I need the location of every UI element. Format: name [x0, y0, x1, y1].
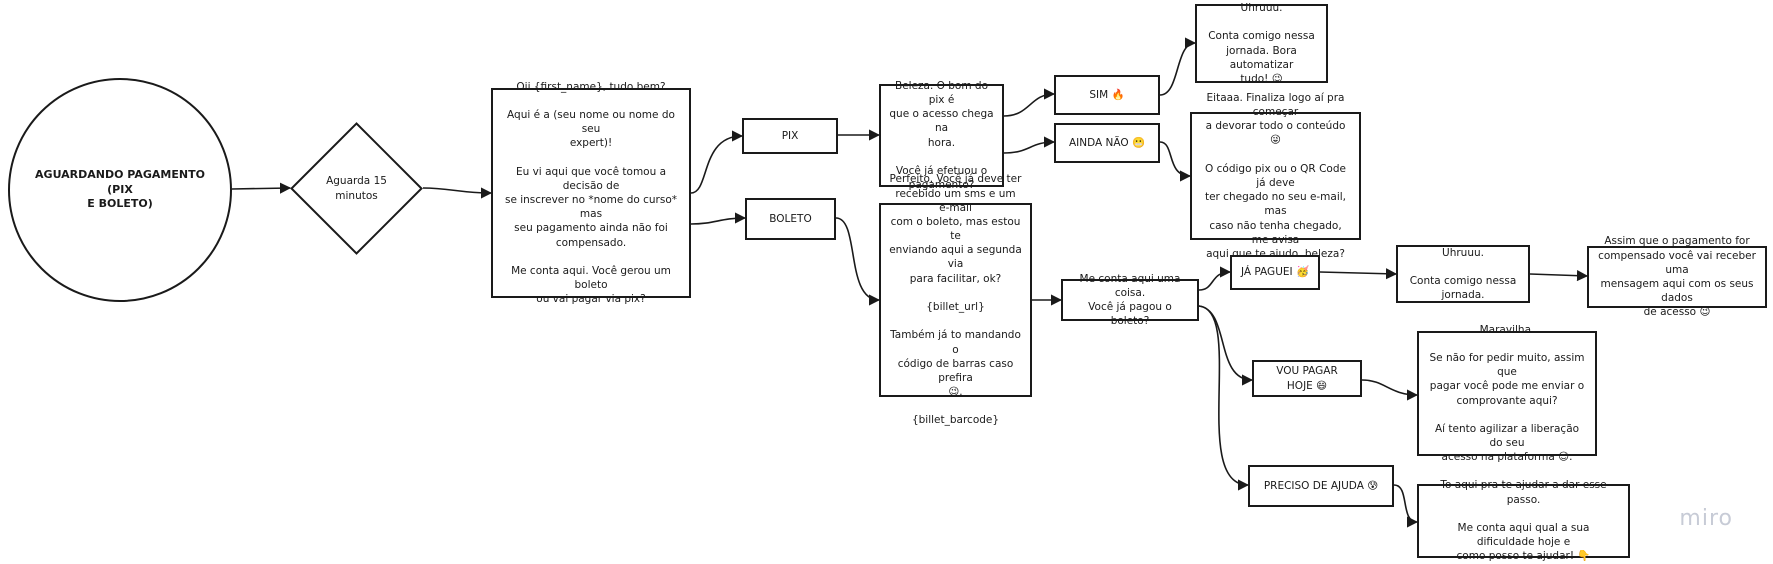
- option-boleto[interactable]: BOLETO: [745, 198, 836, 240]
- arrow-japaguei-to-uhruuu2: [1319, 268, 1398, 280]
- option-vou-pagar-hoje[interactable]: VOU PAGAR HOJE 😄: [1252, 360, 1362, 397]
- wait-decision-node[interactable]: Aguarda 15 minutos: [290, 122, 423, 255]
- arrow-greeting-to-pix: [690, 130, 744, 194]
- arrow-pixmsg-to-sim: [1003, 88, 1056, 117]
- arrow-aindanao-to-eitaaa: [1159, 141, 1192, 182]
- arrow-boleto-to-boletomsg: [835, 217, 881, 306]
- arrow-pixmsg-to-aindanao: [1003, 136, 1056, 154]
- miro-logo: miro: [1679, 506, 1733, 531]
- arrow-uhruuu2-to-assimque: [1529, 270, 1589, 282]
- arrow-greeting-to-boleto: [690, 212, 747, 225]
- option-sim[interactable]: SIM 🔥: [1054, 75, 1160, 115]
- diamond-shape: [290, 122, 423, 255]
- arrow-wait-to-greeting: [422, 187, 493, 199]
- arrow-start-to-wait: [231, 182, 292, 194]
- to-aqui-message[interactable]: To aqui pra te ajudar a dar esse passo. …: [1417, 479, 1630, 562]
- arrow-vourpagar-to-maravilha: [1361, 379, 1419, 401]
- maravilha-message[interactable]: Maravilha. Se não for pedir muito, assim…: [1417, 324, 1597, 463]
- option-preciso-de-ajuda[interactable]: PRECISO DE AJUDA 😰: [1248, 465, 1394, 507]
- greeting-message[interactable]: Oii {first_name}, tudo bem? Aqui é a (se…: [491, 81, 691, 305]
- option-ainda-nao[interactable]: AINDA NÃO 😬: [1054, 123, 1160, 163]
- eitaaa-message[interactable]: Eitaaa. Finaliza logo aí pra começar a d…: [1190, 92, 1361, 260]
- boleto-message[interactable]: Perfeito. Você já deve ter recebido um s…: [879, 173, 1032, 426]
- assim-que-message[interactable]: Assim que o pagamento for compensado voc…: [1587, 235, 1767, 318]
- arrow-askpaid-to-preciso: [1198, 305, 1250, 491]
- uhruuu-pix-message[interactable]: Uhruuu. Conta comigo nessa jornada. Bora…: [1195, 2, 1328, 85]
- arrow-preciso-to-toaqui: [1393, 484, 1419, 528]
- arrow-askpaid-to-vourpagar: [1198, 305, 1254, 386]
- option-ja-paguei[interactable]: JÁ PAGUEI 🥳: [1230, 255, 1320, 290]
- pix-message[interactable]: Beleza. O bom do pix é que o acesso cheg…: [879, 80, 1004, 191]
- arrow-askpaid-to-japaguei: [1198, 266, 1232, 291]
- start-node[interactable]: AGUARDANDO PAGAMENTO (PIX E BOLETO): [8, 78, 232, 302]
- uhruuu-boleto-message[interactable]: Uhruuu. Conta comigo nessa jornada.: [1396, 245, 1530, 303]
- ask-paid-message[interactable]: Me conta aqui uma coisa. Você já pagou o…: [1061, 273, 1199, 327]
- arrow-sim-to-uhruuu1: [1159, 37, 1197, 96]
- option-pix[interactable]: PIX: [742, 118, 838, 154]
- wait-label: Aguarda 15 minutos: [326, 175, 387, 202]
